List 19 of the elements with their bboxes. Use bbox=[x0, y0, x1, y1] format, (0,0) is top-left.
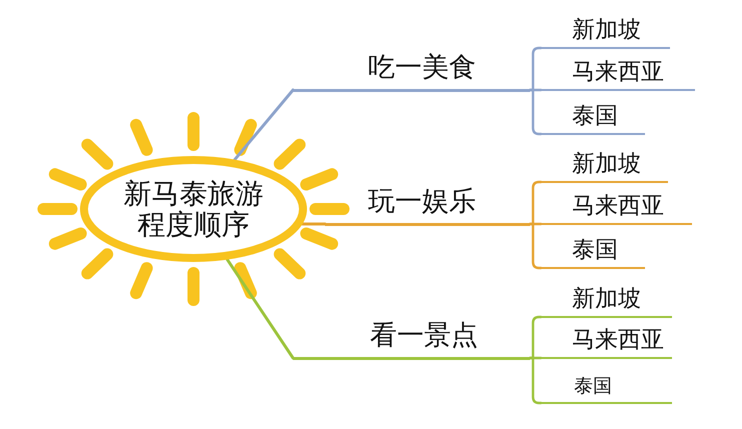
connector-line bbox=[233, 88, 294, 162]
subtopic-label: 新加坡 bbox=[541, 151, 668, 183]
subtopic-label: 马来西亚 bbox=[541, 327, 672, 359]
connector-line bbox=[528, 88, 542, 136]
subtopic-label: 泰国 bbox=[541, 237, 645, 269]
connector-line bbox=[226, 258, 294, 360]
subtopic-label: 新加坡 bbox=[541, 17, 670, 49]
branch-topic: 看一景点 bbox=[293, 322, 530, 360]
subtopic-label: 马来西亚 bbox=[541, 59, 695, 91]
central-oval: 新马泰旅游程度顺序 bbox=[80, 156, 307, 262]
subtopic-label: 新加坡 bbox=[541, 286, 672, 318]
subtopic-label: 马来西亚 bbox=[541, 193, 692, 225]
connector-line bbox=[300, 222, 326, 226]
connector-line bbox=[528, 222, 542, 270]
subtopic-label: 泰国 bbox=[541, 376, 672, 404]
branch-topic: 吃一美食 bbox=[293, 54, 530, 92]
subtopic-label: 泰国 bbox=[541, 103, 645, 135]
branch-topic: 玩一娱乐 bbox=[325, 188, 530, 226]
connector-line bbox=[528, 356, 542, 404]
